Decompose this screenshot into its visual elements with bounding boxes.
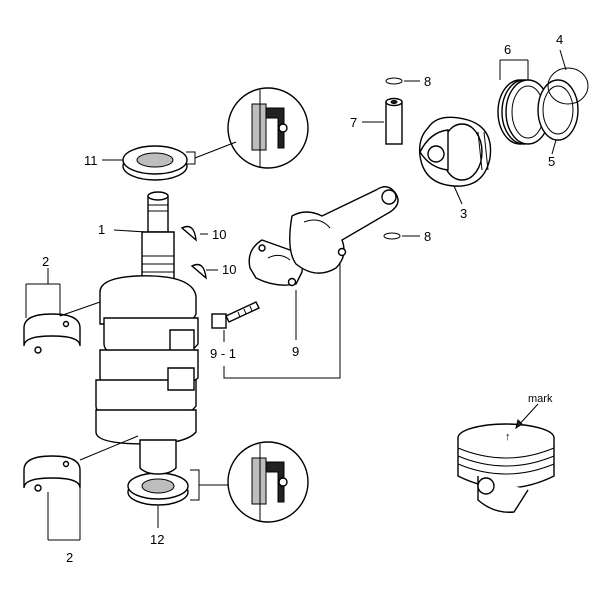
main-bearing-lower: [23, 455, 81, 492]
label-main-bearing-upper: 2: [42, 254, 49, 269]
lower-seal-detail-callout: [190, 441, 309, 523]
label-main-bearing-lower: 2: [66, 550, 73, 565]
label-pin-clip-bottom: 8: [424, 229, 431, 244]
woodruff-key-upper: [180, 225, 197, 242]
label-piston: 3: [460, 206, 467, 221]
label-piston-pin: 7: [350, 115, 357, 130]
lower-oil-seal: [127, 472, 189, 506]
label-lower-oil-seal: 12: [150, 532, 164, 547]
leader-lines: [25, 49, 567, 541]
main-bearing-upper: [23, 313, 81, 354]
label-key-upper: 10: [212, 227, 226, 242]
label-piston-mark: mark: [528, 393, 553, 405]
label-crankshaft: 1: [98, 222, 105, 237]
label-oil-ring: 6: [504, 42, 511, 57]
label-rod-cap: 9: [292, 344, 299, 359]
top-ring: [547, 67, 589, 105]
woodruff-key-lower: [190, 263, 207, 280]
label-rod-bolt: 9 - 1: [210, 346, 236, 361]
upper-oil-seal: [122, 145, 188, 181]
upper-seal-detail-callout: [186, 87, 309, 169]
label-pin-clip-top: 8: [424, 74, 431, 89]
svg-text:↑: ↑: [505, 431, 511, 443]
piston-pin-clip-bottom: [383, 232, 401, 240]
label-key-lower: 10: [222, 262, 236, 277]
oil-ring-assembly: [497, 79, 551, 145]
piston-mark-view: ↑: [457, 403, 555, 513]
crankshaft: [95, 191, 199, 475]
label-second-ring: 5: [548, 154, 555, 169]
label-top-ring: 4: [556, 32, 563, 47]
piston-pin-clip-top: [385, 77, 403, 85]
piston-pin: [385, 97, 403, 145]
connecting-rod: [289, 186, 399, 274]
connecting-rod-bolt: [211, 301, 260, 329]
piston: [418, 116, 492, 187]
second-ring: [537, 79, 579, 141]
label-upper-oil-seal: 11: [84, 153, 98, 168]
